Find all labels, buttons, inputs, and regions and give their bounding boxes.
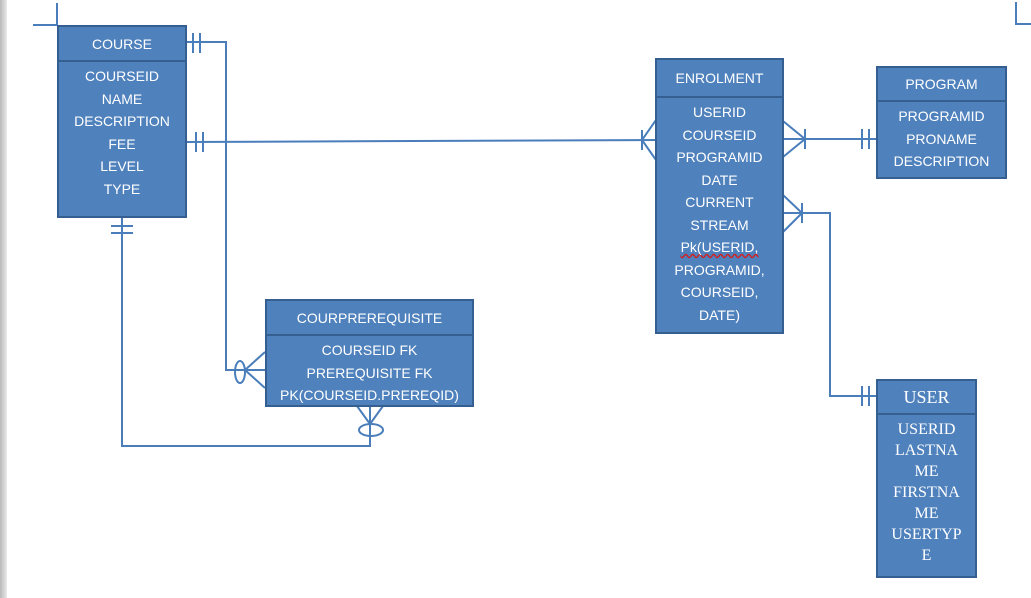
attribute: ME [914, 505, 939, 522]
attribute: LASTNA [894, 442, 959, 459]
attribute: TYPE [103, 180, 141, 197]
entity-courprerequisite-title: COURPREREQUISITE [267, 301, 472, 336]
attribute: PROGRAMID [898, 108, 985, 124]
attribute: DATE) [699, 306, 740, 323]
attribute: PK(COURSEID.PREREQID) [280, 387, 459, 403]
connector-course-enrolment [185, 119, 657, 161]
entity-course-attributes: COURSEID NAME DESCRIPTION FEE LEVEL TYPE [59, 62, 185, 216]
attribute: COURSEID, [680, 284, 759, 300]
attribute: USERID [897, 421, 956, 438]
attribute: NAME [101, 90, 143, 107]
entity-program-attributes: PROGRAMID PRONAME DESCRIPTION [878, 102, 1005, 177]
page-corner-mark [1015, 2, 1031, 25]
attribute: PROGRAMID [676, 149, 763, 165]
attribute: DESCRIPTION [893, 153, 990, 169]
attribute: PROGRAMID, [674, 261, 765, 278]
attribute: COURSEID [682, 126, 757, 143]
spellcheck-text: Pk(USERID, [680, 239, 759, 255]
attribute-primary-key: Pk(USERID, [681, 236, 759, 259]
entity-program-title: PROGRAM [878, 68, 1005, 102]
entity-user[interactable]: USER USERID LASTNA ME FIRSTNA ME USERTYP… [876, 379, 977, 578]
connector-program-enrolment [782, 120, 876, 158]
entity-program[interactable]: PROGRAM PROGRAMID PRONAME DESCRIPTION [876, 66, 1007, 179]
connector-course-courprerequisite-left [186, 33, 266, 389]
connector-user-enrolment [782, 194, 876, 406]
entity-user-attributes: USERID LASTNA ME FIRSTNA ME USERTYP E [878, 415, 975, 576]
attribute: FIRSTNA [893, 484, 960, 501]
entity-user-title: USER [878, 381, 975, 415]
page-edge [0, 0, 7, 598]
entity-course[interactable]: COURSE COURSEID NAME DESCRIPTION FEE LEV… [57, 25, 187, 218]
attribute: COURSEID FK [321, 342, 418, 358]
entity-course-title: COURSE [59, 27, 185, 62]
attribute: E [921, 547, 932, 564]
attribute: DESCRIPTION [74, 113, 170, 129]
connector-course-courprerequisite-bottom [111, 217, 384, 447]
attribute: FEE [108, 135, 136, 152]
entity-enrolment-attributes: USERID COURSEID PROGRAMID DATE CURRENT S… [657, 98, 782, 332]
attribute: USERTYP [891, 526, 962, 543]
attribute: CURRENT [685, 194, 754, 210]
attribute: LEVEL [100, 158, 144, 174]
attribute: USERID [693, 104, 746, 120]
entity-enrolment-title: ENROLMENT [657, 60, 782, 98]
attribute: STREAM [690, 216, 749, 233]
attribute: COURSEID [85, 68, 159, 84]
attribute: PREREQUISITE FK [306, 364, 433, 381]
entity-courprerequisite[interactable]: COURPREREQUISITE COURSEID FK PREREQUISIT… [265, 299, 474, 407]
entity-courprerequisite-attributes: COURSEID FK PREREQUISITE FK PK(COURSEID.… [267, 336, 472, 405]
attribute: ME [914, 463, 939, 480]
attribute: DATE [701, 171, 738, 188]
page-corner-mark [33, 3, 58, 26]
entity-enrolment[interactable]: ENROLMENT USERID COURSEID PROGRAMID DATE… [655, 58, 784, 334]
attribute: PRONAME [906, 130, 977, 147]
